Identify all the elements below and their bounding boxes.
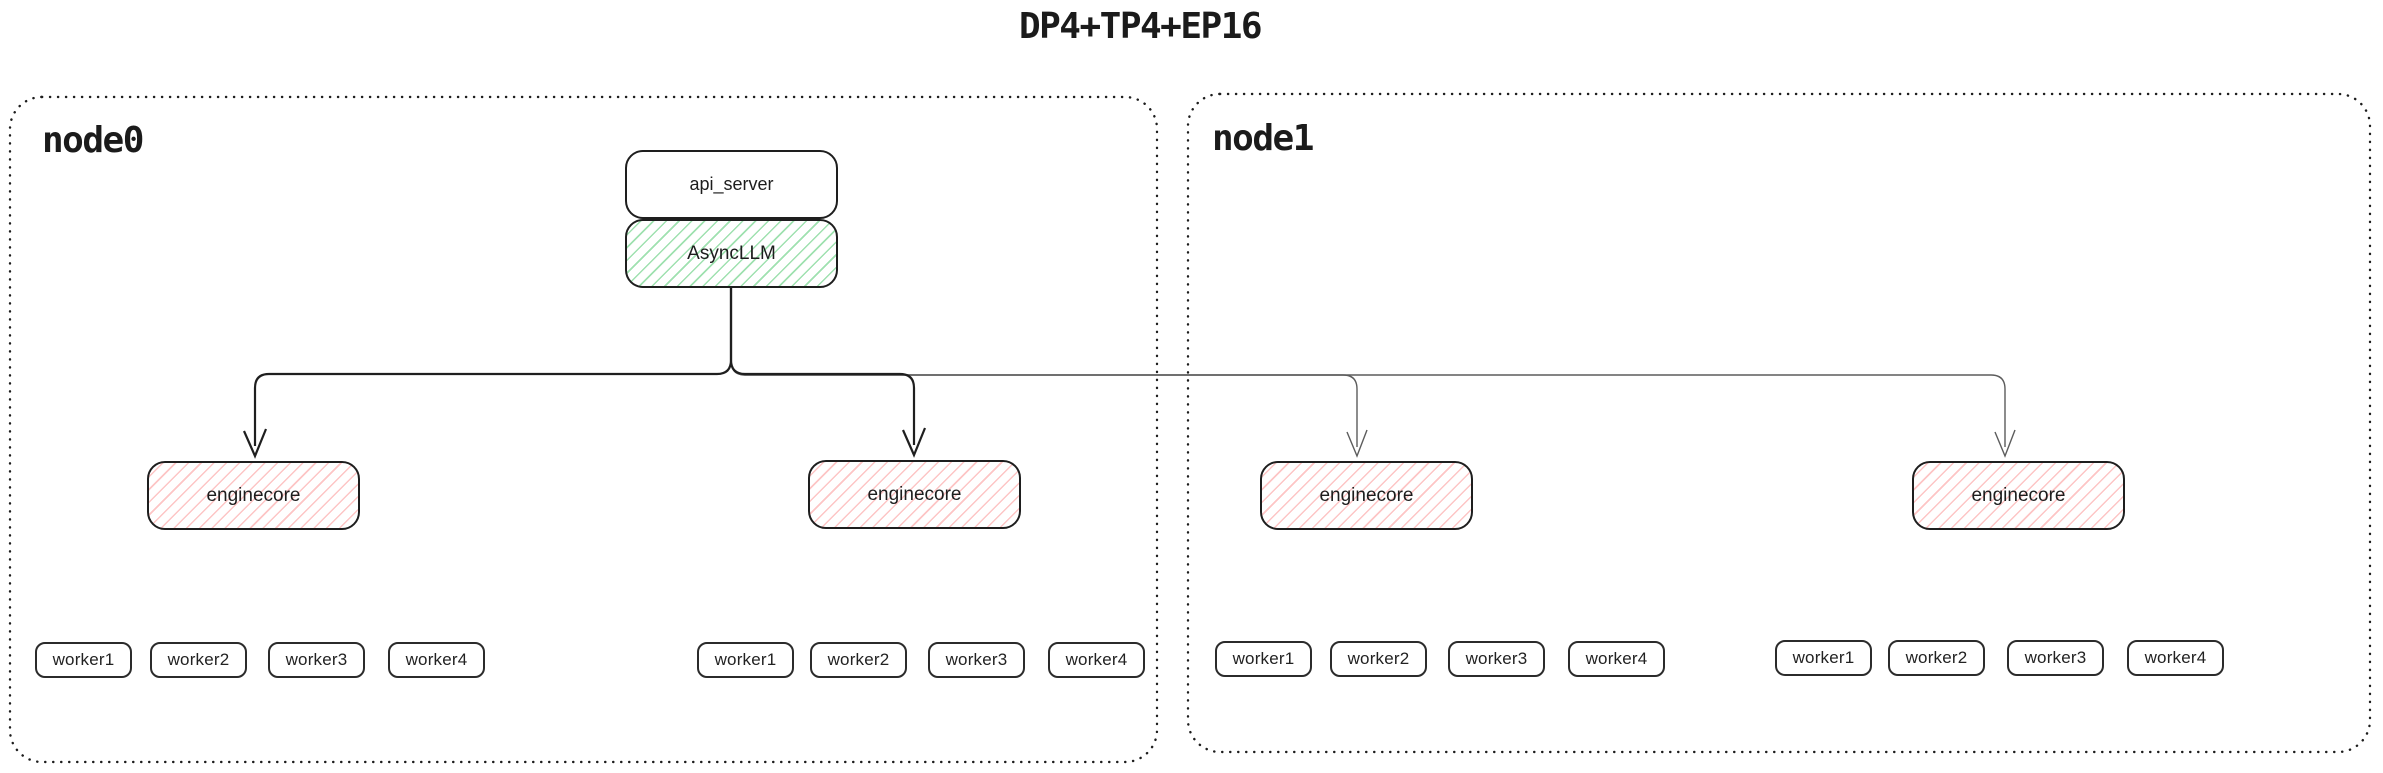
- worker-label: worker4: [405, 650, 468, 669]
- asyncllm-box: AsyncLLM: [625, 219, 838, 288]
- edge-asyncllm-to-enginecore4: [730, 288, 2006, 447]
- worker-label: worker3: [1465, 649, 1528, 668]
- node0-enginecore1-box: enginecore: [147, 461, 360, 530]
- worker-label: worker1: [1232, 649, 1295, 668]
- node1-ec2-worker3: worker3: [2007, 640, 2104, 676]
- node1-ec1-worker3: worker3: [1448, 641, 1545, 677]
- node0-container: node0: [10, 97, 1157, 762]
- worker-label: worker3: [2024, 648, 2087, 667]
- worker-label: worker4: [2144, 648, 2207, 667]
- node1-container: node1: [1188, 94, 2370, 752]
- node0-ec1-worker4: worker4: [388, 642, 485, 678]
- node1-ec2-worker4: worker4: [2127, 640, 2224, 676]
- enginecore-label: enginecore: [1319, 484, 1414, 506]
- enginecore-label: enginecore: [867, 483, 962, 505]
- edge-asyncllm-to-enginecore1: [253, 288, 733, 446]
- api-server-box: api_server: [625, 150, 838, 219]
- node0-label: node0: [42, 120, 144, 161]
- node1-ec1-worker4: worker4: [1568, 641, 1665, 677]
- worker-label: worker2: [1347, 649, 1410, 668]
- worker-label: worker2: [827, 650, 890, 669]
- node0-enginecore2-box: enginecore: [808, 460, 1021, 529]
- worker-label: worker3: [945, 650, 1008, 669]
- enginecore-label: enginecore: [206, 484, 301, 506]
- edge-asyncllm-to-enginecore2: [729, 288, 916, 445]
- node0-ec2-worker1: worker1: [697, 642, 794, 678]
- worker-label: worker2: [167, 650, 230, 669]
- node1-ec1-worker1: worker1: [1215, 641, 1312, 677]
- arrowhead-enginecore4: [1994, 429, 2016, 458]
- node0-ec2-worker2: worker2: [810, 642, 907, 678]
- node1-ec2-worker2: worker2: [1888, 640, 1985, 676]
- node0-ec2-worker3: worker3: [928, 642, 1025, 678]
- edge-asyncllm-to-enginecore3: [730, 288, 1358, 447]
- node0-ec1-worker3: worker3: [268, 642, 365, 678]
- node1-border: [1186, 92, 2372, 754]
- worker-label: worker4: [1585, 649, 1648, 668]
- enginecore-label: enginecore: [1971, 484, 2066, 506]
- worker-label: worker1: [52, 650, 115, 669]
- node0-ec1-worker2: worker2: [150, 642, 247, 678]
- diagram-title: DP4+TP4+EP16: [1018, 6, 1263, 47]
- api-server-label: api_server: [689, 174, 774, 194]
- node1-ec2-worker1: worker1: [1775, 640, 1872, 676]
- node1-ec1-worker2: worker2: [1330, 641, 1427, 677]
- node0-ec2-worker4: worker4: [1048, 642, 1145, 678]
- asyncllm-label: AsyncLLM: [687, 242, 776, 264]
- edges-to-node0: [242, 288, 927, 459]
- worker-label: worker3: [285, 650, 348, 669]
- worker-label: worker1: [714, 650, 777, 669]
- node1-label: node1: [1212, 118, 1314, 159]
- arrowhead-enginecore1: [242, 428, 268, 459]
- worker-label: worker4: [1065, 650, 1128, 669]
- worker-label: worker1: [1792, 648, 1855, 667]
- arrowhead-enginecore2: [901, 427, 927, 458]
- arrowhead-enginecore3: [1346, 429, 1368, 458]
- node1-enginecore2-box: enginecore: [1912, 461, 2125, 530]
- worker-label: worker2: [1905, 648, 1968, 667]
- node0-ec1-worker1: worker1: [35, 642, 132, 678]
- node1-enginecore1-box: enginecore: [1260, 461, 1473, 530]
